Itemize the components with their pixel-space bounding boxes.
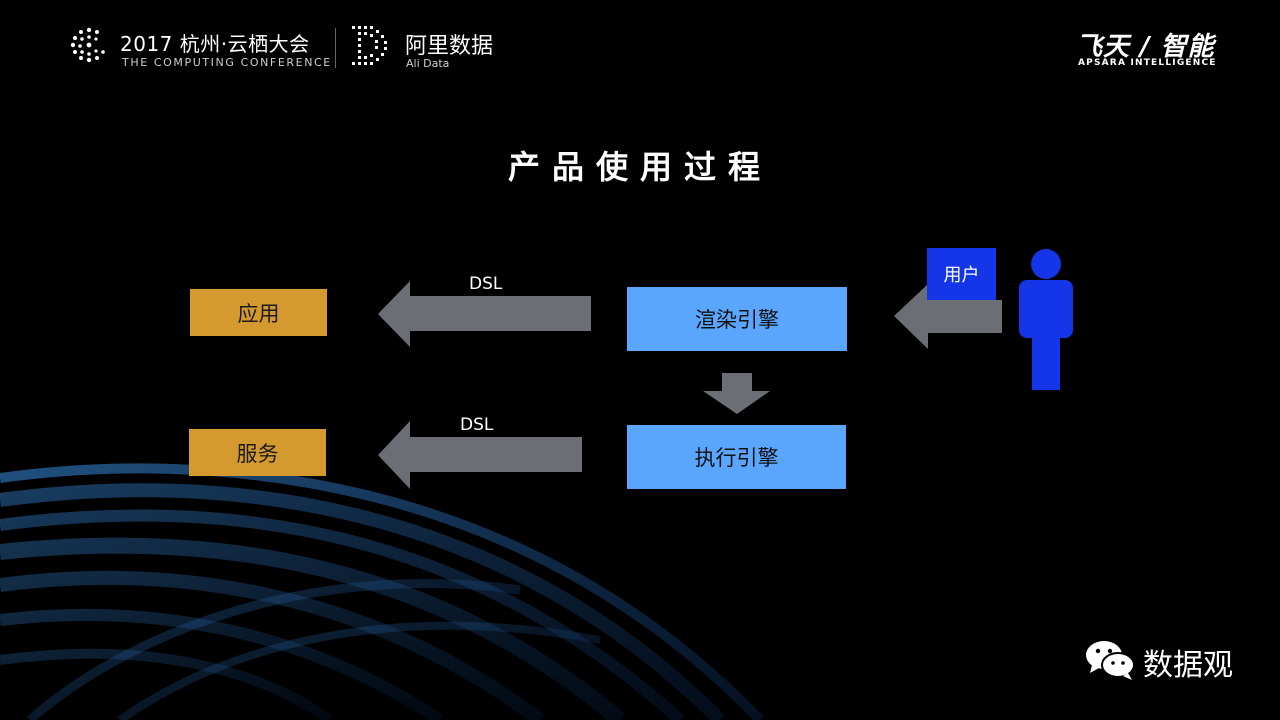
computing-conference-logo-icon [70, 27, 105, 63]
dsl-label-bottom: DSL [460, 415, 494, 435]
service-box: 服务 [189, 429, 326, 476]
page-title: 产品使用过程 [507, 148, 772, 186]
alidata-name-cn: 阿里数据 [405, 34, 494, 59]
app-box: 应用 [190, 289, 327, 336]
alidata-logo-icon [352, 26, 387, 65]
apsara-brand-cn: 飞天 / 智能 [1076, 32, 1215, 62]
conference-subtitle: THE COMPUTING CONFERENCE [122, 56, 332, 69]
conference-title: 2017 杭州·云栖大会 [120, 32, 310, 56]
wechat-icon [1086, 641, 1135, 680]
background-swirl [0, 463, 764, 720]
user-person-icon [1019, 249, 1073, 390]
render-engine-box: 渲染引擎 [627, 287, 847, 351]
arrow-user-to-render [894, 284, 1002, 349]
arrow-render-to-app [378, 281, 591, 347]
user-label-box: 用户 [927, 248, 996, 300]
dsl-label-top: DSL [469, 274, 503, 294]
watermark-text: 数据观 [1143, 648, 1233, 683]
arrow-exec-to-service [378, 421, 582, 489]
arrow-render-to-exec [703, 373, 770, 414]
header-divider [335, 28, 336, 68]
alidata-name-en: Ali Data [406, 57, 450, 70]
exec-engine-box: 执行引擎 [627, 425, 846, 489]
apsara-brand-en: APSARA INTELLIGENCE [1078, 58, 1217, 68]
